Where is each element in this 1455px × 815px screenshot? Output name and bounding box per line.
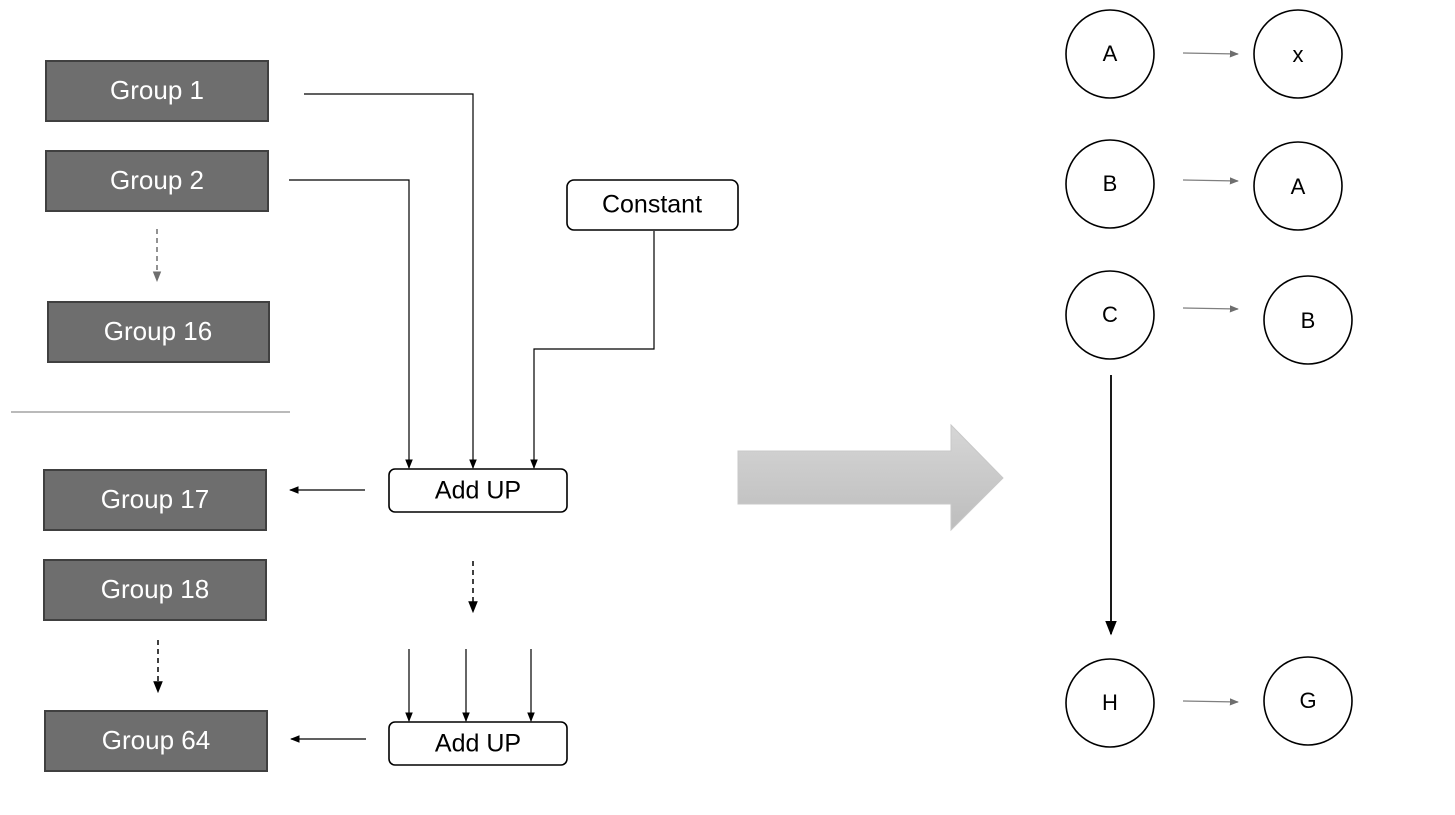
group-box-17: Group 17 — [43, 469, 267, 531]
group-box-2: Group 2 — [45, 150, 269, 212]
constant-box-label: Constant — [602, 191, 702, 219]
node-left-a-label: A — [1103, 41, 1118, 66]
arrow-h-to-g — [1182, 698, 1239, 706]
node-right-b-label: B — [1301, 308, 1316, 333]
node-left-h: H — [1065, 658, 1155, 748]
group-box-16: Group 16 — [47, 301, 270, 363]
node-left-h-label: H — [1102, 690, 1118, 715]
node-left-c: C — [1065, 270, 1155, 360]
node-right-a: A — [1253, 141, 1343, 231]
group-box-18-label: Group 18 — [101, 574, 209, 604]
connector-group1-to-addup — [304, 93, 477, 469]
add-up-box-1: Add UP — [388, 468, 568, 513]
arrow-a-to-x — [1182, 50, 1239, 58]
group-box-2-label: Group 2 — [110, 165, 204, 195]
group-box-18: Group 18 — [43, 559, 267, 621]
group-box-64: Group 64 — [44, 710, 268, 772]
group-box-17-label: Group 17 — [101, 484, 209, 514]
group-box-16-label: Group 16 — [104, 316, 212, 346]
node-left-b-label: B — [1103, 171, 1118, 196]
node-left-a: A — [1065, 9, 1155, 99]
add-up-box-1-label: Add UP — [435, 477, 521, 505]
node-left-c-label: C — [1102, 302, 1118, 327]
node-right-g-label: G — [1299, 688, 1316, 713]
arrow-b-to-a — [1182, 177, 1239, 185]
constant-box: Constant — [566, 179, 739, 231]
node-right-x: x — [1253, 9, 1343, 99]
connector-group2-to-addup — [289, 179, 413, 469]
add-up-box-2: Add UP — [388, 721, 568, 766]
group-box-64-label: Group 64 — [102, 725, 210, 755]
node-right-x-label: x — [1293, 42, 1304, 67]
arrow-c-to-b — [1182, 305, 1239, 313]
node-right-g: G — [1263, 656, 1353, 746]
big-right-arrow — [737, 423, 1004, 532]
connector-constant-to-addup — [530, 231, 655, 469]
add-up-box-2-label: Add UP — [435, 730, 521, 758]
node-left-b: B — [1065, 139, 1155, 229]
node-right-b: B — [1263, 275, 1353, 365]
node-right-a-label: A — [1291, 174, 1306, 199]
group-box-1-label: Group 1 — [110, 75, 204, 105]
group-box-1: Group 1 — [45, 60, 269, 122]
